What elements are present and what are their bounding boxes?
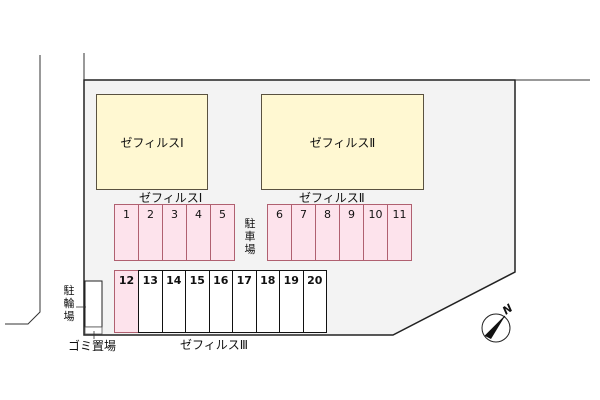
parking-stall-7[interactable]: 7 bbox=[291, 204, 316, 261]
parking-stall-3[interactable]: 3 bbox=[162, 204, 187, 261]
parking-stall-16[interactable]: 16 bbox=[208, 270, 233, 333]
bicycle-parking-box bbox=[84, 280, 103, 328]
parking-row-1-right: 6 7 8 9 10 11 bbox=[267, 204, 412, 261]
garbage-area-box bbox=[84, 326, 103, 335]
bicycle-parking-label: 駐 輪 場 bbox=[63, 284, 75, 323]
parking-lot-label: 駐 車 場 bbox=[244, 217, 256, 256]
parking-stall-13[interactable]: 13 bbox=[138, 270, 163, 333]
parking-stall-8[interactable]: 8 bbox=[315, 204, 340, 261]
building-zephyrus-1[interactable]: ゼフィルスⅠ bbox=[96, 94, 208, 190]
parking-stall-11[interactable]: 11 bbox=[387, 204, 412, 261]
parking-group-label-2: ゼフィルスⅡ bbox=[299, 191, 365, 205]
road-edge-left bbox=[5, 55, 41, 325]
parking-stall-20[interactable]: 20 bbox=[302, 270, 327, 333]
parking-stall-14[interactable]: 14 bbox=[161, 270, 186, 333]
parking-stall-17[interactable]: 17 bbox=[232, 270, 257, 333]
parking-stall-4[interactable]: 4 bbox=[186, 204, 211, 261]
building-zephyrus-2[interactable]: ゼフィルスⅡ bbox=[261, 94, 424, 190]
parking-row-1-left: 1 2 3 4 5 bbox=[114, 204, 235, 261]
garbage-area-label: ゴミ置場 bbox=[68, 339, 117, 353]
parking-stall-6[interactable]: 6 bbox=[267, 204, 292, 261]
parking-stall-19[interactable]: 19 bbox=[279, 270, 304, 333]
building-label: ゼフィルスⅡ bbox=[309, 135, 376, 150]
parking-group-label-1: ゼフィルスⅠ bbox=[139, 191, 203, 205]
parking-group-label-3: ゼフィルスⅢ bbox=[180, 338, 249, 352]
parking-stall-1[interactable]: 1 bbox=[114, 204, 139, 261]
parking-stall-12[interactable]: 12 bbox=[114, 270, 139, 333]
parking-stall-18[interactable]: 18 bbox=[255, 270, 280, 333]
parking-row-2: 12 13 14 15 16 17 18 19 20 bbox=[114, 270, 327, 333]
parking-stall-2[interactable]: 2 bbox=[138, 204, 163, 261]
building-label: ゼフィルスⅠ bbox=[120, 135, 184, 150]
parking-stall-5[interactable]: 5 bbox=[210, 204, 235, 261]
parking-stall-15[interactable]: 15 bbox=[185, 270, 210, 333]
parking-stall-9[interactable]: 9 bbox=[339, 204, 364, 261]
compass-icon bbox=[481, 313, 511, 343]
parking-stall-10[interactable]: 10 bbox=[363, 204, 388, 261]
